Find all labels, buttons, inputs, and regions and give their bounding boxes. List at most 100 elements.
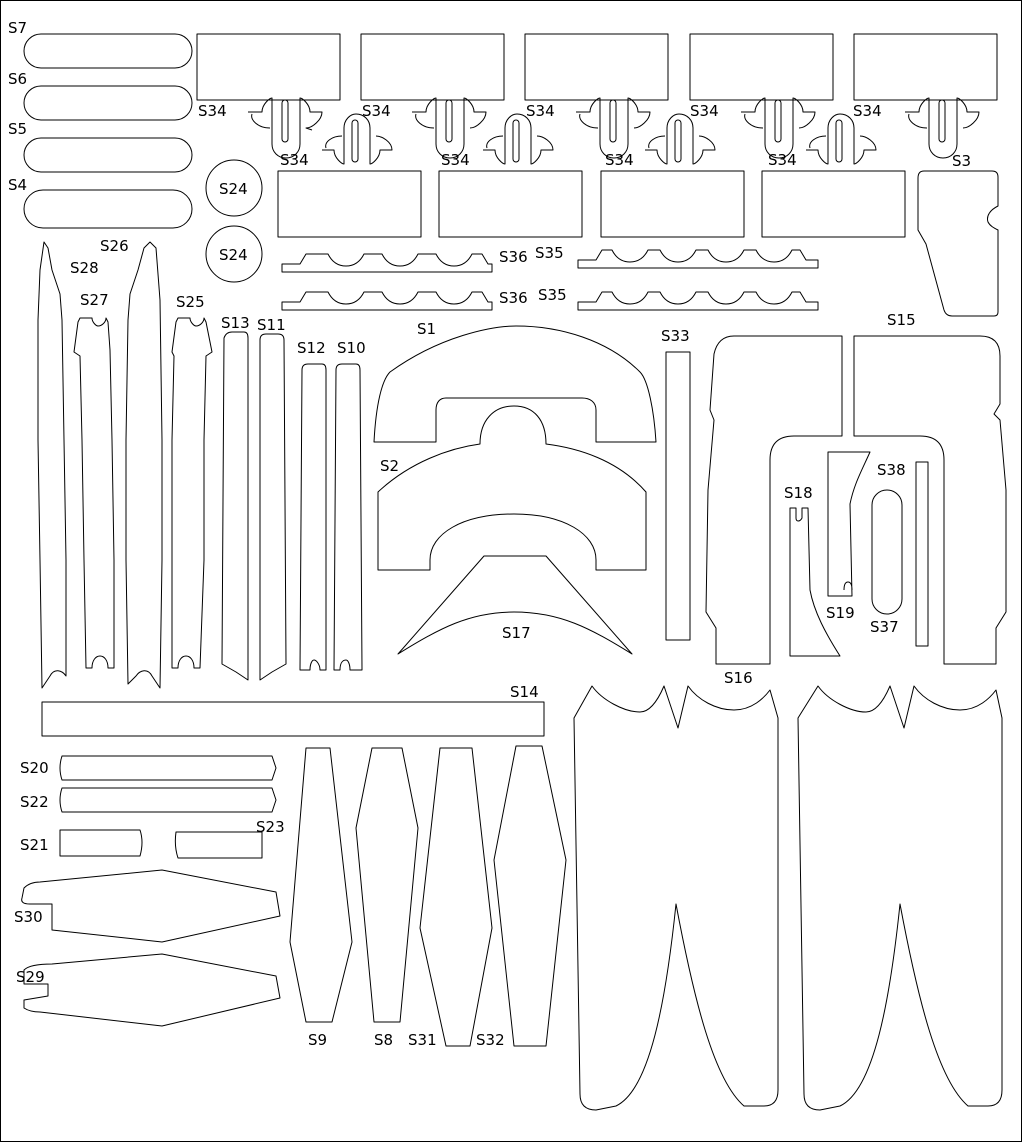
label-s3: S3 [952,152,971,170]
part-s8-shape[interactable] [355,747,419,1023]
label-s34-bottom-3: S34 [605,151,634,169]
part-s32-shape[interactable] [493,745,567,1047]
part-s35-shape-a[interactable] [577,249,819,269]
part-s18-shape[interactable] [789,507,841,657]
part-s11-shape[interactable] [259,333,287,681]
part-s9-shape[interactable] [289,747,353,1023]
part-s24-shape-b[interactable] [205,225,263,283]
part-s34-top-5[interactable] [853,33,998,159]
label-s6: S6 [8,70,27,88]
part-s17-shape[interactable] [397,555,633,655]
part-s28-shape[interactable] [37,241,67,689]
label-s17: S17 [502,624,531,642]
part-s31-shape[interactable] [419,747,493,1047]
label-s13: S13 [221,314,250,332]
part-s19-shape[interactable] [827,451,871,597]
label-s24-a: S24 [219,180,248,198]
label-s10: S10 [337,339,366,357]
label-s35-b: S35 [538,286,567,304]
label-s5: S5 [8,120,27,138]
part-s4-shape[interactable] [23,189,193,229]
part-s22-shape[interactable] [59,787,277,813]
label-s18: S18 [784,484,813,502]
label-s26: S26 [100,237,129,255]
label-s2: S2 [380,457,399,475]
part-s3-shape[interactable] [917,170,999,317]
label-s24-b: S24 [219,246,248,264]
label-s38: S38 [877,461,906,479]
part-s10-shape[interactable] [333,363,363,671]
part-s36-shape-b[interactable] [281,291,493,311]
part-s27-shape[interactable] [73,317,115,669]
part-s34-bottom-1[interactable] [277,113,422,238]
part-s33-shape[interactable] [665,351,691,641]
label-s35-a: S35 [535,244,564,262]
label-s27: S27 [80,291,109,309]
part-s38-shape[interactable] [915,461,929,647]
part-s2-shape[interactable] [377,405,647,571]
label-s34-bottom-4: S34 [768,151,797,169]
label-s16: S16 [724,669,753,687]
part-s20-shape[interactable] [59,755,277,781]
part-s34-bottom-4[interactable] [761,113,906,238]
part-s6-shape[interactable] [23,85,193,121]
label-s33: S33 [661,327,690,345]
part-s5-shape[interactable] [23,137,193,173]
part-s21-shape[interactable] [59,829,143,857]
part-s35-shape-b[interactable] [577,291,819,311]
part-s34-top-3[interactable] [524,33,669,159]
label-s36-a: S36 [499,248,528,266]
label-s34-bottom-2: S34 [441,151,470,169]
label-s21: S21 [20,836,49,854]
label-s19: S19 [826,604,855,622]
label-s34-top-5: S34 [853,102,882,120]
part-s30-shape[interactable] [21,869,281,943]
label-s34-top-4: S34 [690,102,719,120]
label-s8: S8 [374,1031,393,1049]
label-s34-bottom-1: S34 [280,151,309,169]
label-s34-top-1: S34 [198,102,227,120]
part-s34-top-2[interactable] [360,33,505,159]
part-leg-left[interactable] [573,685,779,1111]
label-s23: S23 [256,818,285,836]
label-s31: S31 [408,1031,437,1049]
label-s20: S20 [20,759,49,777]
label-s4: S4 [8,176,27,194]
part-s13-shape[interactable] [221,331,249,681]
label-s7: S7 [8,19,27,37]
part-s34-bottom-2[interactable] [438,113,583,238]
part-s24-shape-a[interactable] [205,159,263,217]
part-s23-shape[interactable] [174,831,263,859]
label-s36-b: S36 [499,289,528,307]
part-s37-shape[interactable] [871,489,903,615]
label-s30: S30 [14,908,43,926]
label-s15: S15 [887,311,916,329]
label-s14: S14 [510,683,539,701]
part-s34-top-1[interactable] [196,33,341,159]
part-s1-shape[interactable] [373,325,657,443]
part-s12-shape[interactable] [299,363,327,671]
part-s26-shape[interactable] [125,241,163,689]
label-s11: S11 [257,316,286,334]
label-s37: S37 [870,618,899,636]
part-s34-bottom-3[interactable] [600,113,745,238]
part-s16-shape[interactable] [853,335,1007,665]
part-s25-shape[interactable] [171,317,213,669]
part-s14-shape[interactable] [41,701,545,737]
part-leg-right[interactable] [797,685,1003,1111]
label-s34-top-3: S34 [526,102,555,120]
label-s9: S9 [308,1031,327,1049]
label-s29: S29 [16,968,45,986]
label-s12: S12 [297,339,326,357]
part-s7-shape[interactable] [23,33,193,69]
label-s22: S22 [20,793,49,811]
part-s15-shape[interactable] [705,335,843,665]
label-s28: S28 [70,259,99,277]
part-s36-shape-a[interactable] [281,253,493,273]
part-s29-shape[interactable] [23,953,281,1027]
part-s34-top-4[interactable] [689,33,834,159]
label-s34-top-2: S34 [362,102,391,120]
label-s1: S1 [417,320,436,338]
label-s25: S25 [176,293,205,311]
